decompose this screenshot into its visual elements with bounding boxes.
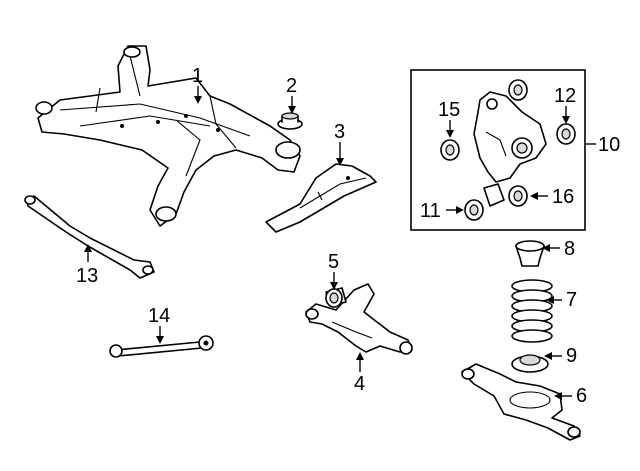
- coil-spring-part-7[interactable]: [511, 279, 553, 343]
- insulator-part-8[interactable]: [515, 240, 545, 267]
- callout-5: 5: [328, 251, 339, 273]
- callout-8: 8: [564, 238, 575, 260]
- rod-link-part-14[interactable]: [109, 335, 214, 358]
- spring-seat-part-9[interactable]: [511, 354, 549, 373]
- bushing-part-12[interactable]: [556, 123, 576, 145]
- leader-lines: [84, 86, 596, 400]
- bushing-part-2[interactable]: [277, 112, 303, 130]
- control-arm-part-4[interactable]: [305, 283, 413, 355]
- callout-7: 7: [566, 289, 577, 311]
- callout-15: 15: [438, 99, 460, 121]
- bushing-part-5[interactable]: [325, 287, 347, 308]
- bushing-part-11[interactable]: [464, 199, 484, 221]
- callout-10: 10: [598, 134, 620, 156]
- callout-14: 14: [148, 305, 170, 327]
- callout-13: 13: [76, 265, 98, 287]
- bushing-part-12b[interactable]: [508, 79, 528, 101]
- callout-9: 9: [566, 345, 577, 367]
- bushing-part-16[interactable]: [508, 185, 528, 207]
- callout-3: 3: [334, 121, 345, 143]
- callout-16: 16: [552, 186, 574, 208]
- lower-arm-part-6[interactable]: [461, 363, 581, 441]
- bushing-part-15[interactable]: [440, 139, 460, 161]
- callout-2: 2: [286, 75, 297, 97]
- callout-labels: 1 2 3 4 5 6 7 8 9 10 11 12 13 14 15 16: [76, 65, 620, 407]
- knuckle-assembly-box: [410, 69, 586, 231]
- callout-6: 6: [576, 385, 587, 407]
- knuckle-part-10[interactable]: [473, 91, 547, 207]
- lateral-link-part-13[interactable]: [24, 195, 155, 279]
- crossmember-part[interactable]: [35, 45, 301, 227]
- callout-12: 12: [554, 85, 576, 107]
- callout-4: 4: [354, 373, 365, 395]
- shield-bracket-part[interactable]: [265, 163, 377, 233]
- callout-1: 1: [192, 65, 203, 87]
- callout-11: 11: [420, 200, 441, 222]
